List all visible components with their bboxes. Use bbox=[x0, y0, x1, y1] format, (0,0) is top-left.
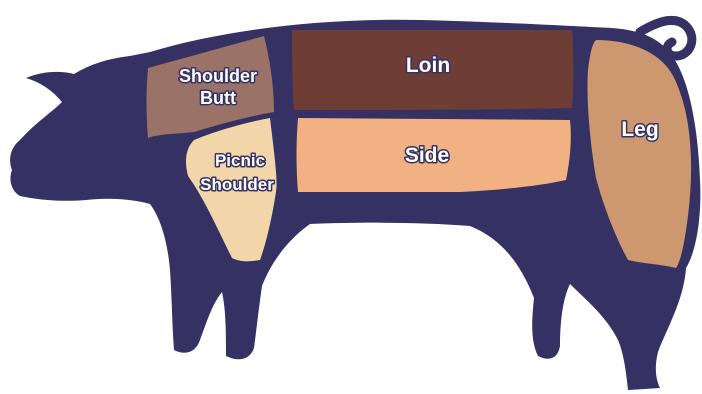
picnic-shoulder-label-line2: Shoulder bbox=[200, 175, 274, 194]
shoulder-butt-label-line2: Butt bbox=[200, 88, 236, 108]
shoulder-butt-label-line1: Shoulder bbox=[179, 66, 257, 86]
leg-label: Leg bbox=[621, 118, 658, 141]
picnic-shoulder-label-line1: Picnic bbox=[215, 151, 265, 170]
side-label: Side bbox=[405, 144, 449, 167]
loin-label: Loin bbox=[406, 54, 450, 77]
